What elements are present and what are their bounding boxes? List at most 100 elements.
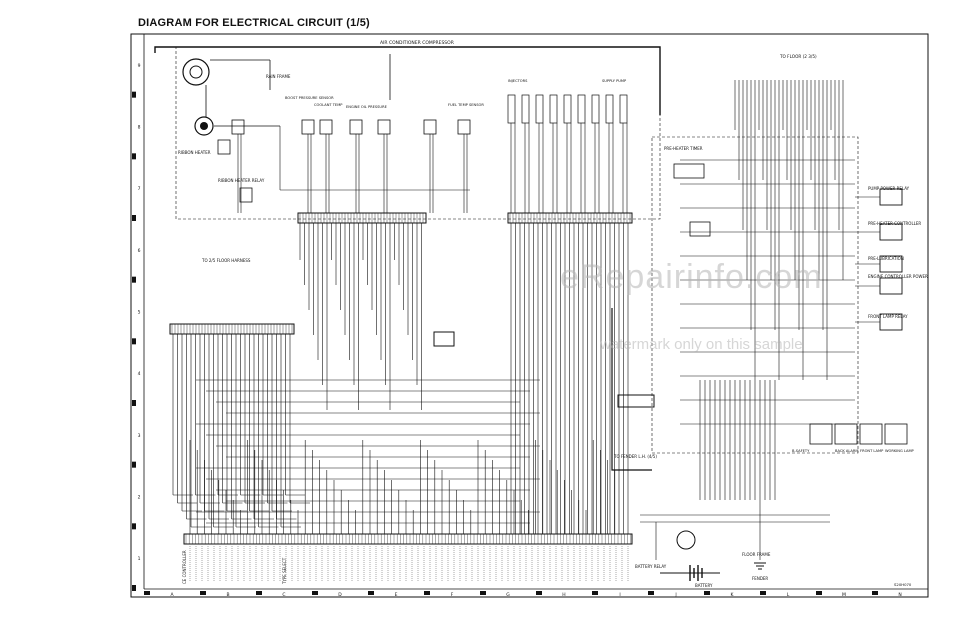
- ribbon-heater-label: RIBBON HEATER: [178, 150, 211, 155]
- column-label: I: [619, 592, 620, 598]
- relay-group: [673, 163, 903, 331]
- coolant-temp-label: COOLANT TEMP: [314, 103, 343, 107]
- pre-heater-timer-label: PRE-HEATER TIMER: [664, 146, 703, 151]
- relay-box: [879, 223, 903, 241]
- row-tick: [132, 91, 136, 98]
- row-label: 1: [138, 556, 141, 562]
- ribbon-heater-relay-label: RIBBON HEATER RELAY: [218, 178, 265, 183]
- column-tick: [312, 591, 318, 595]
- front-lamp-label: FRONT LAMP: [860, 449, 884, 453]
- working-lamp-label: WORKING LAMP: [885, 449, 915, 453]
- column-label: M: [842, 592, 846, 598]
- row-label: 8: [138, 125, 141, 131]
- injector-coil: [563, 94, 572, 124]
- column-tick: [368, 591, 374, 595]
- row-label: 9: [138, 63, 141, 69]
- controller-box: [689, 221, 711, 237]
- lamp-connectors: [809, 423, 908, 445]
- battery-relay-label: BATTERY RELAY: [635, 564, 667, 569]
- battery-label: BATTERY: [695, 583, 713, 588]
- back-alarm-label: BACK ALARM: [835, 449, 858, 453]
- compressor-loop: [154, 46, 661, 115]
- injector-coil: [535, 94, 544, 124]
- floor-frame-label: FLOOR FRAME: [742, 552, 771, 557]
- row-tick: [132, 153, 136, 160]
- engine-connector-left: [297, 212, 427, 224]
- relay-box: [879, 188, 903, 206]
- column-label: F: [451, 592, 454, 598]
- to-fender-label: TO FENDER L.H. (4/5): [613, 454, 657, 459]
- row-tick: [132, 461, 136, 468]
- fender-label: FENDER: [752, 576, 768, 581]
- row-label: 4: [138, 371, 141, 377]
- page-title: DIAGRAM FOR ELECTRICAL CIRCUIT (1/5): [138, 17, 370, 29]
- sensor-connector: [239, 187, 253, 203]
- column-tick: [872, 591, 878, 595]
- column-tick: [592, 591, 598, 595]
- row-label: 5: [138, 310, 141, 316]
- column-tick: [648, 591, 654, 595]
- row-tick: [132, 585, 136, 591]
- sensor-connector: [457, 119, 471, 135]
- sensor-connector: [423, 119, 437, 135]
- injector-coil: [549, 94, 558, 124]
- engine-oil-label: ENGINE OIL PRESSURE: [346, 105, 388, 109]
- fender-connector: [617, 394, 655, 408]
- sensor-connector: [231, 119, 245, 135]
- column-tick: [144, 591, 150, 595]
- timer-box: [673, 163, 705, 179]
- column-label: D: [338, 592, 342, 598]
- column-tick: [760, 591, 766, 595]
- sensor-connector: [349, 119, 363, 135]
- row-tick: [132, 215, 136, 221]
- supply-pump-label: SUPPLY PUMP: [602, 79, 627, 83]
- column-tick: [816, 591, 822, 595]
- row-label: 6: [138, 248, 141, 254]
- row-tick: [132, 338, 136, 345]
- front-lamp-relay-label: FRONT LAMP RELAY: [868, 314, 908, 319]
- column-tick: [424, 591, 430, 595]
- injector-coil: [605, 94, 614, 124]
- column-label: N: [898, 592, 901, 598]
- b-safety-label: B-SAFETY: [792, 449, 810, 453]
- column-label: J: [674, 592, 676, 598]
- boost-pressure-label: BOOST PRESSURE SENSOR: [285, 96, 334, 100]
- injector-coil: [521, 94, 530, 124]
- column-tick: [200, 591, 206, 595]
- alternator-symbol: [182, 58, 214, 136]
- row-label: 3: [138, 433, 141, 439]
- injector-coil: [591, 94, 600, 124]
- column-tick: [536, 591, 542, 595]
- ce-controller-connector: [183, 533, 633, 545]
- column-label: H: [562, 592, 565, 598]
- column-label: L: [787, 592, 790, 598]
- ground-symbol: [754, 562, 766, 570]
- injector-coil: [577, 94, 586, 124]
- column-label: G: [506, 592, 510, 598]
- ac-compressor-label: AIR CONDITIONER COMPRESSOR: [380, 40, 454, 46]
- column-tick: [256, 591, 262, 595]
- wire-bundle: [172, 54, 855, 560]
- connector-blocks: [169, 94, 655, 408]
- sensor-connector: [217, 139, 231, 155]
- column-tick: [704, 591, 710, 595]
- engine-harness-region: [175, 46, 661, 220]
- controller-panel-region: [651, 136, 859, 454]
- border-frame: [130, 33, 929, 598]
- watermark-sub: watermark only on this sample: [600, 336, 803, 353]
- pump-power-relay-label: PUMP POWER RELAY: [868, 186, 910, 191]
- fuel-temp-label: FUEL TEMP SENSOR: [448, 103, 484, 107]
- engine-controller-power-label: ENGINE CONTROLLER POWER: [868, 274, 928, 279]
- watermark-main: eRepairinfo.com: [560, 258, 823, 296]
- to-floor-top-label: TO FLOOR (2 3/5): [779, 54, 817, 59]
- sensor-connector: [301, 119, 315, 135]
- row-label: 7: [138, 186, 141, 192]
- doc-code: S20H070: [894, 582, 912, 587]
- controller-pin-row: [185, 534, 631, 582]
- row-label: 2: [138, 495, 141, 501]
- sensor-connector: [319, 119, 333, 135]
- column-label: B: [226, 592, 229, 598]
